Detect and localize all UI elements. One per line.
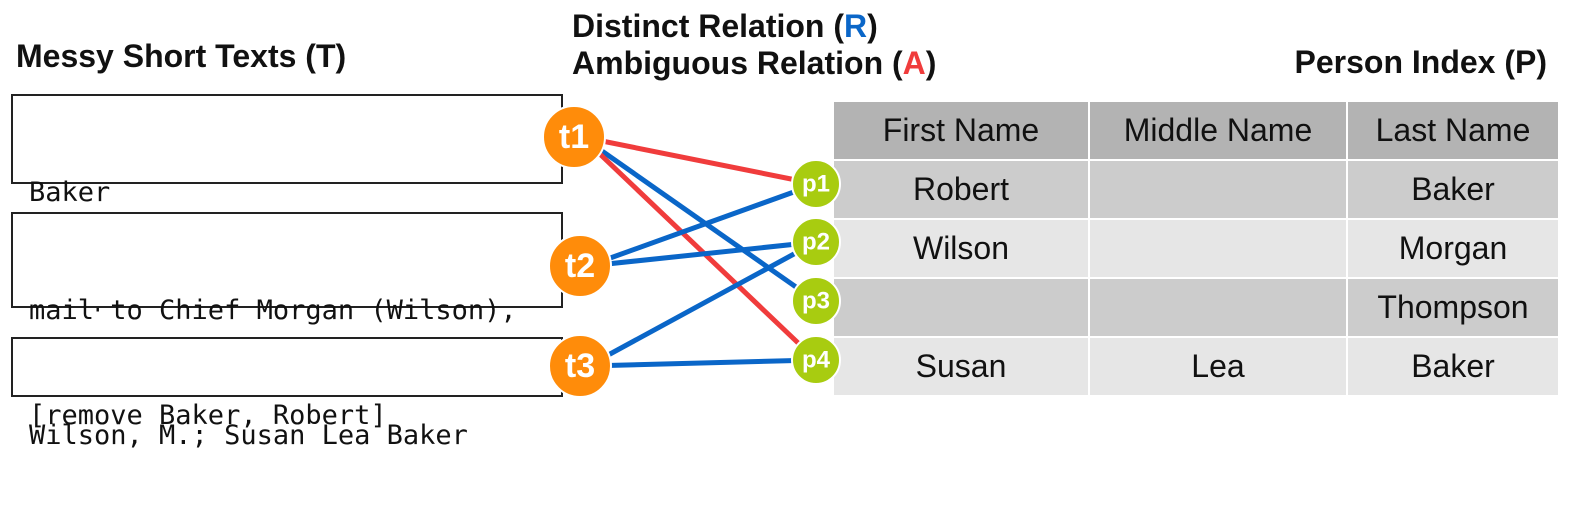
edge-t1-p1	[581, 134, 817, 187]
relation-graph: t1 t2 t3 p1 p2 p3 p4	[542, 105, 841, 398]
table-row: Wilson Morgan	[832, 218, 1560, 279]
table-cell	[1088, 277, 1348, 338]
node-p4: p4	[791, 335, 841, 385]
node-circle	[791, 276, 841, 326]
table-header-row: First Name Middle Name Last Name	[832, 100, 1560, 161]
column-header: First Name	[832, 100, 1090, 161]
table-cell: Morgan	[1346, 218, 1560, 279]
node-t1: t1	[542, 105, 606, 169]
node-p1: p1	[791, 159, 841, 209]
table-cell: Wilson	[832, 218, 1090, 279]
ambiguous-prefix: Ambiguous Relation (	[572, 45, 903, 81]
edge-t2-p1	[587, 181, 817, 269]
node-circle	[791, 335, 841, 385]
text-line: Wilson, M.; Susan Lea Baker	[29, 420, 468, 451]
edge-t3-p4	[587, 357, 817, 369]
table-row: Thompson	[832, 277, 1560, 338]
ambiguous-letter: A	[902, 45, 926, 81]
node-label: t1	[559, 118, 589, 156]
table-cell: Baker	[1346, 159, 1560, 220]
column-header: Middle Name	[1088, 100, 1348, 161]
ambiguous-relation-heading: Ambiguous Relation (A)	[572, 45, 936, 81]
table-cell	[1088, 159, 1348, 220]
node-p2: p2	[791, 217, 841, 267]
table-cell: Robert	[832, 159, 1090, 220]
person-index-table: First Name Middle Name Last Name Robert …	[832, 100, 1560, 397]
table-row: Susan Lea Baker	[832, 336, 1560, 397]
column-header: Last Name	[1346, 100, 1560, 161]
node-t3: t3	[548, 334, 612, 398]
text-line: Baker	[29, 177, 111, 208]
node-label: p1	[802, 171, 830, 198]
table-cell: Susan	[832, 336, 1090, 397]
table-row: Robert Baker	[832, 159, 1560, 220]
relation-nodes: t1 t2 t3 p1 p2 p3 p4	[542, 105, 841, 398]
table-cell: Thompson	[1346, 277, 1560, 338]
node-label: p3	[802, 288, 830, 315]
node-circle	[548, 234, 612, 298]
table-cell: Baker	[1346, 336, 1560, 397]
distinct-letter: R	[844, 8, 868, 44]
node-circle	[791, 217, 841, 267]
ambiguous-suffix: )	[925, 45, 937, 81]
edge-t3-p2	[586, 239, 818, 369]
distinct-relation-heading: Distinct Relation (R)	[572, 8, 878, 44]
texts-heading: Messy Short Texts (T)	[16, 38, 347, 74]
node-label: p2	[802, 229, 830, 256]
node-circle	[548, 334, 612, 398]
node-label: t3	[565, 347, 595, 385]
table-cell	[832, 277, 1090, 338]
node-p3: p3	[791, 276, 841, 326]
node-circle	[542, 105, 606, 169]
distinct-suffix: )	[867, 8, 878, 44]
edge-t1-p3	[580, 134, 818, 304]
node-circle	[791, 159, 841, 209]
node-label: t2	[565, 247, 595, 285]
relation-edges	[580, 134, 818, 369]
person-index-heading: Person Index (P)	[1294, 44, 1548, 80]
distinct-prefix: Distinct Relation (	[572, 8, 845, 44]
node-t2: t2	[548, 234, 612, 298]
edge-t2-p2	[587, 239, 817, 269]
table-cell: Lea	[1088, 336, 1348, 397]
text-line: mail to Chief Morgan (Wilson),	[29, 295, 517, 326]
table-cell	[1088, 218, 1348, 279]
edge-t1-p4	[580, 135, 818, 362]
node-label: p4	[802, 347, 831, 374]
